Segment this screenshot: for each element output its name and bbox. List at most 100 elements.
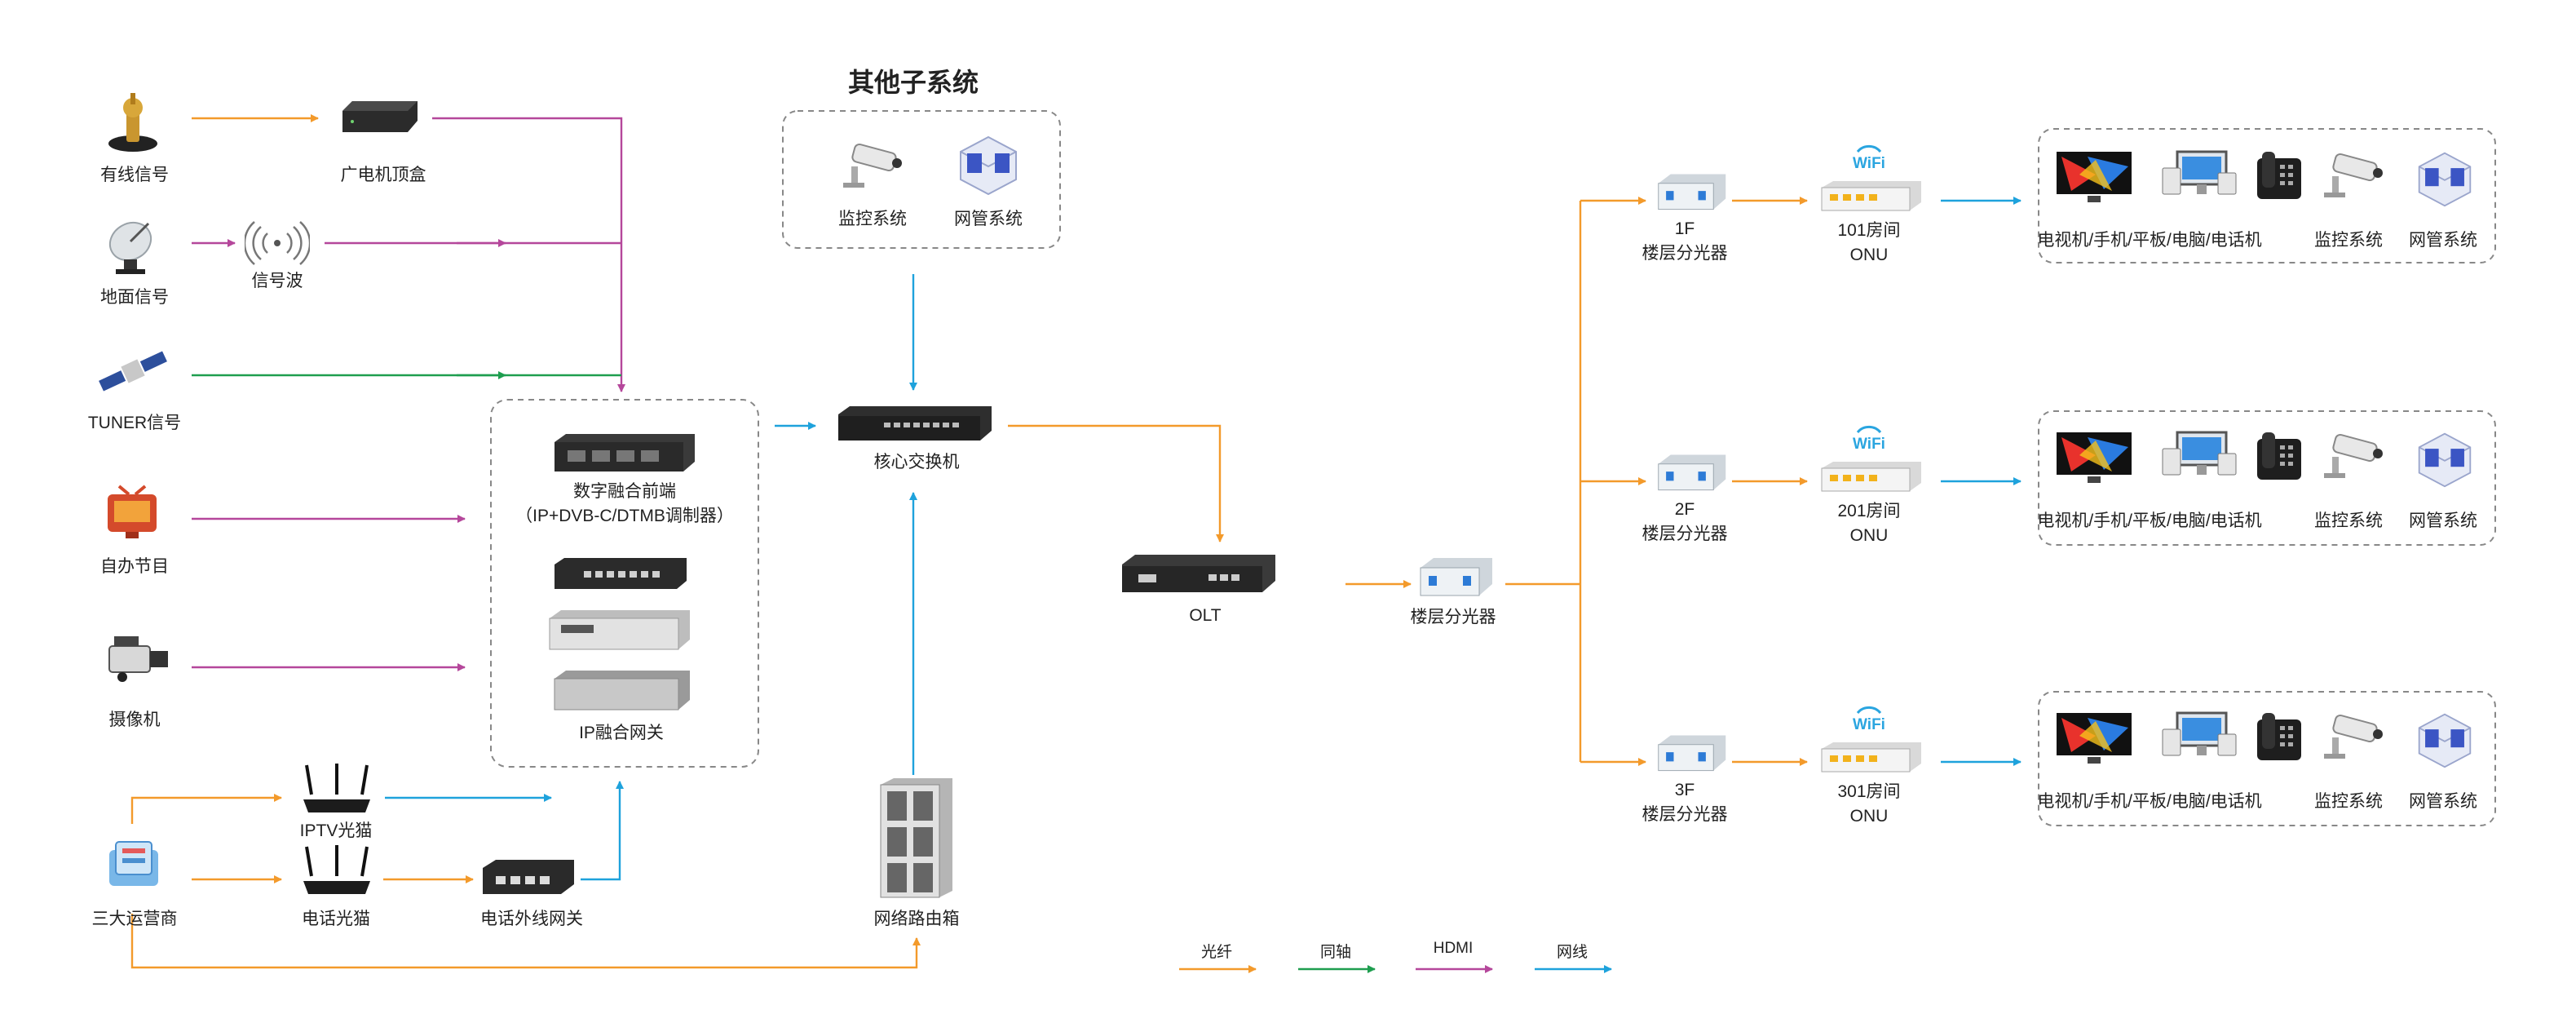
network-management-icon xyxy=(960,135,1017,196)
network-management-icon xyxy=(2412,711,2477,773)
terminal-box-3f xyxy=(2038,691,2496,826)
telephone-icon xyxy=(2251,150,2308,208)
phone-gateway-label: 电话外线网关 xyxy=(480,910,583,928)
floor-1f-splitter-label: 楼层分光器 xyxy=(1641,244,1728,263)
network-management-icon xyxy=(2412,431,2477,492)
wifi-icon xyxy=(1853,142,1885,159)
tuner-satellite-icon xyxy=(99,351,167,392)
onu-3f-label: ONU xyxy=(1849,807,1889,826)
phone-gateway-icon xyxy=(483,860,574,894)
floor-1f-splitter-icon xyxy=(1658,174,1726,210)
wire-carriers-router xyxy=(130,914,921,969)
onu-1f-icon xyxy=(1821,181,1921,211)
floor-3f-splitter-icon xyxy=(1658,735,1726,772)
tv-icon xyxy=(2055,150,2133,208)
wifi-3f-label: WiFi xyxy=(1853,716,1885,733)
phone-modem-label: 电话光猫 xyxy=(302,910,370,928)
terminal-box-1f xyxy=(2038,128,2496,263)
telephone-icon xyxy=(2251,711,2308,769)
wire-carriers-iptv xyxy=(130,794,282,824)
onu-2f-label: ONU xyxy=(1849,526,1889,545)
video-camera-icon xyxy=(108,636,168,682)
carriers-icon xyxy=(109,841,158,886)
program-icon xyxy=(108,485,157,538)
subsystem-netmgmt-label: 网管系统 xyxy=(954,210,1023,228)
computer-icon xyxy=(2161,711,2239,769)
router-box-icon xyxy=(880,778,952,898)
wifi-icon xyxy=(1853,423,1885,440)
frontend-box xyxy=(490,399,759,768)
onu-1f-label: ONU xyxy=(1849,246,1889,264)
wifi-2f-label: WiFi xyxy=(1853,436,1885,453)
tv-icon xyxy=(2055,431,2133,489)
core-switch-icon xyxy=(838,406,992,441)
telephone-icon xyxy=(2251,431,2308,489)
network-management-icon xyxy=(2412,150,2477,211)
phone-modem-icon xyxy=(303,845,370,894)
room-301-label: 301房间 xyxy=(1837,782,1901,801)
iptv-modem-icon xyxy=(303,764,370,812)
encoder-device-icon xyxy=(549,610,690,650)
terminal-netmgmt-1f-label: 网管系统 xyxy=(2409,231,2477,250)
floor-1f-label: 1F xyxy=(1674,219,1695,238)
legend-hdmi-label: HDMI xyxy=(1433,940,1474,957)
terminal-monitor-1f-label: 监控系统 xyxy=(2314,231,2383,250)
terminal-devices-1f-label: 电视机/手机/平板/电脑/电话机 xyxy=(2037,231,2262,250)
wire-gateway-frontend xyxy=(581,781,624,881)
terminal-box-2f xyxy=(2038,410,2496,546)
tv-icon xyxy=(2055,711,2133,769)
ip-gateway-label: IP融合网关 xyxy=(579,724,664,742)
floor-3f-splitter-label: 楼层分光器 xyxy=(1641,805,1728,824)
terminal-devices-2f-label: 电视机/手机/平板/电脑/电话机 xyxy=(2037,511,2262,530)
subsystem-title: 其他子系统 xyxy=(847,68,979,97)
ground-signal-label: 地面信号 xyxy=(100,288,169,307)
stb-icon xyxy=(342,101,418,132)
floor-2f-splitter-label: 楼层分光器 xyxy=(1641,525,1728,543)
legend-ethernet-label: 网线 xyxy=(1556,944,1588,961)
terminal-monitor-2f-label: 监控系统 xyxy=(2314,511,2383,530)
main-splitter-icon xyxy=(1420,558,1492,596)
olt-label: OLT xyxy=(1189,606,1222,625)
cctv-icon xyxy=(2321,711,2386,769)
signal-wave-icon xyxy=(245,221,310,265)
terminal-devices-3f-label: 电视机/手机/平板/电脑/电话机 xyxy=(2037,792,2262,811)
selfmade-program-label: 自办节目 xyxy=(100,557,169,576)
onu-3f-icon xyxy=(1821,742,1921,773)
camera-label: 摄像机 xyxy=(108,711,161,729)
cable-signal-label: 有线信号 xyxy=(100,166,169,184)
modulator-device-icon xyxy=(555,558,687,589)
wire-switch-olt xyxy=(1008,424,1224,542)
computer-icon xyxy=(2161,431,2239,489)
wifi-icon xyxy=(1853,703,1885,720)
floor-3f-label: 3F xyxy=(1674,781,1695,799)
frontend-label-line2: （IP+DVB-C/DTMB调制器） xyxy=(515,507,734,525)
wifi-1f-label: WiFi xyxy=(1853,155,1885,172)
subsystem-box xyxy=(782,110,1061,249)
legend-coax-label: 同轴 xyxy=(1319,944,1352,961)
signal-wave-label: 信号波 xyxy=(251,272,303,290)
terminal-netmgmt-2f-label: 网管系统 xyxy=(2409,511,2477,530)
floor-2f-label: 2F xyxy=(1674,500,1695,519)
onu-2f-icon xyxy=(1821,462,1921,492)
carriers-label: 三大运营商 xyxy=(91,910,178,928)
terminal-monitor-3f-label: 监控系统 xyxy=(2314,792,2383,811)
subsystem-monitor-label: 监控系统 xyxy=(838,210,907,228)
satellite-dish-icon xyxy=(108,221,152,274)
stb-label: 广电机顶盒 xyxy=(340,166,426,184)
ip-gateway-device-icon xyxy=(554,671,690,711)
tuner-signal-label: TUNER信号 xyxy=(87,414,182,432)
main-splitter-label: 楼层分光器 xyxy=(1410,608,1496,626)
core-switch-label: 核心交换机 xyxy=(873,453,960,472)
floor-2f-splitter-icon xyxy=(1658,454,1726,491)
olt-icon xyxy=(1122,555,1275,592)
frontend-label-line1: 数字融合前端 xyxy=(573,482,676,501)
cable-signal-icon xyxy=(108,93,157,152)
room-101-label: 101房间 xyxy=(1837,221,1901,240)
terminal-netmgmt-3f-label: 网管系统 xyxy=(2409,792,2477,811)
iptv-modem-label: IPTV光猫 xyxy=(299,821,373,840)
legend-fiber-label: 光纤 xyxy=(1200,944,1233,961)
wire-stb-frontend xyxy=(432,117,625,392)
cctv-icon xyxy=(2321,431,2386,489)
fusion-frontend-device-icon xyxy=(555,434,695,472)
